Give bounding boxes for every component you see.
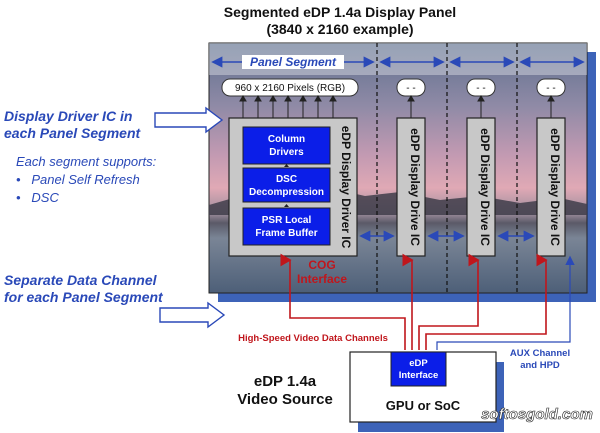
panel-segment-label-bg	[242, 55, 344, 69]
left-sub: Each segment supports:	[16, 154, 157, 169]
aux-label-line2: and HPD	[520, 360, 560, 371]
segment-driver-ic	[536, 117, 566, 257]
high-speed-label: High-Speed Video Data Channels	[238, 333, 388, 344]
source-title-line1: eDP 1.4a	[253, 373, 317, 390]
panel-segment-label: Panel Segment	[250, 55, 337, 69]
bullet-dot: •	[16, 172, 32, 187]
segment-driver-ic	[396, 117, 426, 257]
edp-interface-line1: eDP	[409, 358, 428, 369]
segment-pixels-placeholder: - -	[406, 83, 415, 94]
main-driver-ic-label: eDP Display Driver IC	[339, 126, 353, 249]
segment-pixels-placeholder: - -	[476, 83, 485, 94]
title-line-1: Segmented eDP 1.4a Display Panel	[223, 4, 457, 20]
segment-driver-ic-label: eDP Display Drive IC	[548, 128, 562, 246]
aux-channel-line	[436, 255, 575, 350]
segment-driver-ic	[466, 117, 496, 257]
segment-pixels-placeholder: - -	[546, 83, 555, 94]
diagram-title: Segmented eDP 1.4a Display Panel (3840 x…	[150, 4, 530, 38]
column-output-arrows	[239, 95, 555, 118]
video-source-title: eDP 1.4a Video Source	[230, 373, 340, 409]
psr-line2: Frame Buffer	[255, 228, 317, 239]
watermark: softosgold.com	[481, 406, 593, 423]
dsc-line2: Decompression	[249, 187, 324, 198]
pixels-label-pill	[221, 78, 359, 97]
block-arrow	[284, 164, 289, 167]
left-heading1-line2: each Panel Segment	[4, 125, 141, 141]
dsc-decompression-block	[242, 167, 331, 203]
psr-frame-buffer-block	[242, 207, 331, 246]
edp-interface-block	[390, 351, 447, 387]
psr-line1: PSR Local	[262, 215, 312, 226]
title-line-2: (3840 x 2160 example)	[266, 21, 414, 37]
bullet-item: • DSC	[16, 189, 59, 206]
left-heading-driver-ic: Display Driver IC in each Panel Segment	[4, 108, 164, 142]
column-drivers-line2: Drivers	[269, 147, 304, 158]
gpu-label: GPU or SoC	[386, 398, 461, 413]
block-arrow	[284, 204, 289, 207]
source-title-line2: Video Source	[237, 391, 333, 408]
aux-label-line1: AUX Channel	[510, 348, 570, 359]
pixels-label: 960 x 2160 Pixels (RGB)	[235, 83, 345, 94]
hollow-arrow-icon	[159, 301, 226, 329]
bullet-item: • Panel Self Refresh	[16, 171, 140, 188]
bullet-text: Panel Self Refresh	[31, 172, 140, 187]
cog-interface-line1: COG	[308, 258, 335, 272]
cog-interface-line2: Interface	[297, 272, 347, 286]
high-speed-channels	[280, 253, 548, 350]
edp-interface-line2: Interface	[399, 370, 439, 381]
segment-driver-ic-label: eDP Display Drive IC	[478, 128, 492, 246]
left-heading1-line1: Display Driver IC in	[4, 108, 133, 124]
hollow-arrow-icon	[154, 106, 224, 134]
left-heading-data-channel: Separate Data Channel for each Panel Seg…	[4, 272, 184, 306]
left-heading2-line2: for each Panel Segment	[4, 289, 163, 305]
bullet-text: DSC	[31, 190, 59, 205]
column-drivers-line1: Column	[268, 134, 305, 145]
left-heading2-line1: Separate Data Channel	[4, 272, 157, 288]
bullet-dot: •	[16, 190, 32, 205]
dsc-line1: DSC	[276, 174, 297, 185]
column-drivers-block	[242, 126, 331, 165]
segment-driver-ic-label: eDP Display Drive IC	[408, 128, 422, 246]
